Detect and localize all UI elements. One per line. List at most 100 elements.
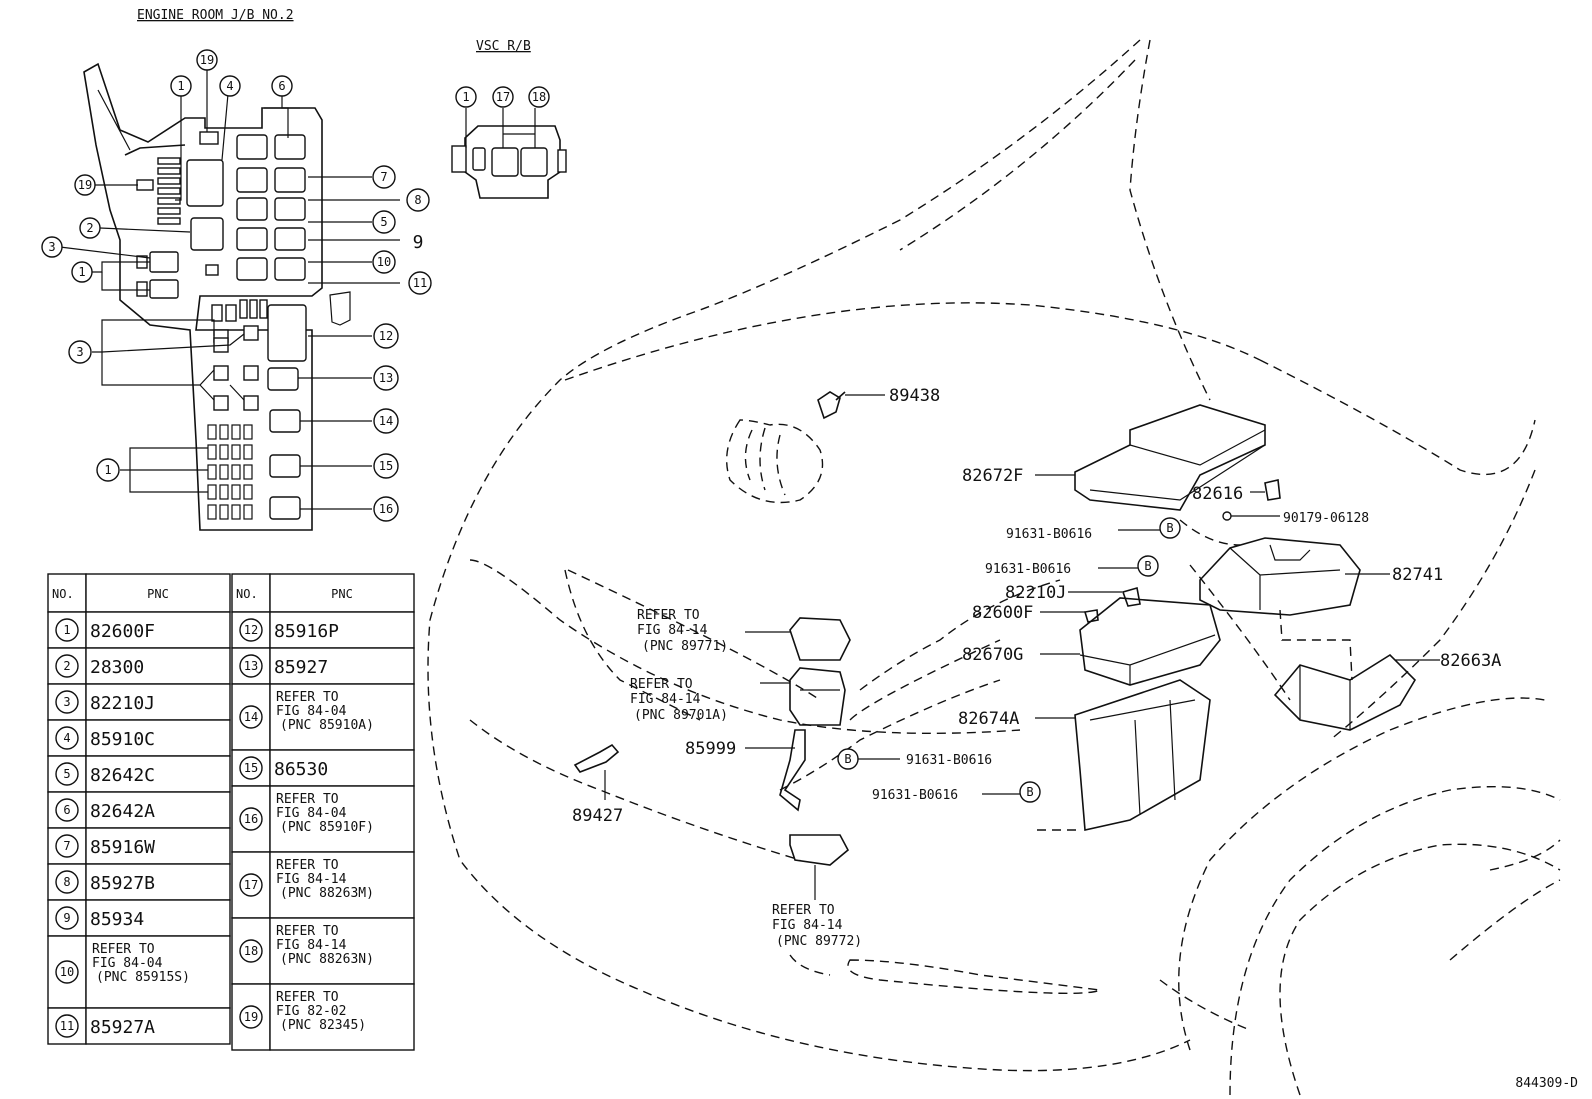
svg-text:1: 1 <box>104 463 111 477</box>
label-82741: 82741 <box>1392 565 1443 585</box>
svg-text:11: 11 <box>413 276 427 290</box>
svg-text:13: 13 <box>379 371 393 385</box>
row-number: 19 <box>244 1010 258 1024</box>
svg-text:1: 1 <box>462 90 469 104</box>
part-89438-sketch <box>725 391 885 504</box>
row-number-circle <box>239 705 263 729</box>
svg-text:9: 9 <box>413 232 424 253</box>
row-number: 11 <box>60 1019 74 1033</box>
callout-1c: 1 <box>96 458 120 482</box>
label-82210J: 82210J <box>1005 583 1066 603</box>
callout-7: 7 <box>372 165 396 189</box>
table-header-no: NO. <box>236 587 258 601</box>
svg-text:(PNC 89771): (PNC 89771) <box>642 639 728 654</box>
vsc-rb-title: VSC R/B <box>476 39 531 54</box>
svg-text:18: 18 <box>532 90 546 104</box>
label-82616: 82616 <box>1192 484 1243 504</box>
row-number: 7 <box>63 839 70 853</box>
callout-1a: 1 <box>170 75 192 97</box>
callout-8: 8 <box>406 188 430 212</box>
row-pnc-line: FIG 84-14 <box>276 872 347 887</box>
callout-17: 17 <box>492 86 514 108</box>
refer-note-89772: REFER TO FIG 84-14 (PNC 89772) <box>772 903 862 949</box>
callout-3a: 3 <box>41 236 63 258</box>
table-row: 11 85927A <box>47 1007 231 1045</box>
row-pnc-line: FIG 84-04 <box>276 704 347 719</box>
row-number-circle <box>239 807 263 831</box>
table-row: 2 28300 <box>47 647 231 685</box>
svg-text:FIG 84-14: FIG 84-14 <box>637 623 708 638</box>
engine-room-jb-title: ENGINE ROOM J/B NO.2 <box>137 8 294 23</box>
label-82674A: 82674A <box>958 709 1019 729</box>
svg-text:1: 1 <box>78 265 85 279</box>
callout-4: 4 <box>219 75 241 97</box>
row-pnc-line: (PNC 85910F) <box>280 820 374 835</box>
row-number-circle <box>239 756 263 780</box>
row-pnc: 85916W <box>90 837 155 858</box>
svg-text:B: B <box>1144 559 1151 573</box>
row-pnc-line: (PNC 82345) <box>280 1018 366 1033</box>
row-number-circle <box>55 960 79 984</box>
row-number: 12 <box>244 623 258 637</box>
callout-11: 11 <box>408 271 432 295</box>
part-89701A-relay <box>760 667 846 726</box>
row-pnc: 86530 <box>274 759 328 780</box>
row-number-circle <box>55 798 79 822</box>
row-pnc: 85927B <box>90 873 155 894</box>
label-91631-4: 91631-B0616 <box>872 788 958 803</box>
row-number-circle <box>239 939 263 963</box>
callout-6: 6 <box>271 75 293 97</box>
label-89427: 89427 <box>572 806 623 826</box>
part-82670G-block <box>1040 586 1221 686</box>
row-number: 2 <box>63 659 70 673</box>
label-85999: 85999 <box>685 739 736 759</box>
part-89771-cap <box>745 617 851 661</box>
table-header-no: NO. <box>52 587 74 601</box>
svg-text:1: 1 <box>177 79 184 93</box>
row-number: 17 <box>244 878 258 892</box>
row-pnc: 85910C <box>90 729 155 750</box>
row-pnc-line: REFER TO <box>92 942 155 957</box>
row-pnc-line: (PNC 85910A) <box>280 718 374 733</box>
row-pnc-line: REFER TO <box>276 792 339 807</box>
bolt-b-2: B <box>1098 555 1159 577</box>
table-row: 7 85916W <box>47 827 231 865</box>
part-85999-bracket <box>745 729 806 812</box>
row-pnc: 85927A <box>90 1017 155 1038</box>
row-number-circle <box>55 1014 79 1038</box>
svg-text:3: 3 <box>76 345 83 359</box>
row-number-circle <box>239 618 263 642</box>
svg-text:12: 12 <box>379 329 393 343</box>
callout-19b: 19 <box>74 174 96 196</box>
row-number: 4 <box>63 731 70 745</box>
row-pnc: 82642A <box>90 801 155 822</box>
refer-note-89701A: REFER TO FIG 84-14 (PNC 89701A) <box>630 677 728 723</box>
part-89427-sensor <box>573 743 620 800</box>
vehicle-outline <box>427 39 1561 1096</box>
row-number: 16 <box>244 812 258 826</box>
svg-text:FIG 84-14: FIG 84-14 <box>772 918 843 933</box>
engine-room-jb-sketch: 1 19 4 6 19 2 3 1 7 8 5 9 10 11 3 12 13 … <box>41 49 432 531</box>
row-pnc: 28300 <box>90 657 144 678</box>
svg-text:6: 6 <box>278 79 285 93</box>
vsc-rb-sketch: 1 17 18 <box>451 86 567 199</box>
svg-text:19: 19 <box>200 53 214 67</box>
label-91631-2: 91631-B0616 <box>985 562 1071 577</box>
callout-12: 12 <box>373 323 399 349</box>
row-number: 18 <box>244 944 258 958</box>
callout-2: 2 <box>79 217 101 239</box>
row-number: 1 <box>63 623 70 637</box>
callout-15: 15 <box>373 453 399 479</box>
row-number-circle <box>55 906 79 930</box>
